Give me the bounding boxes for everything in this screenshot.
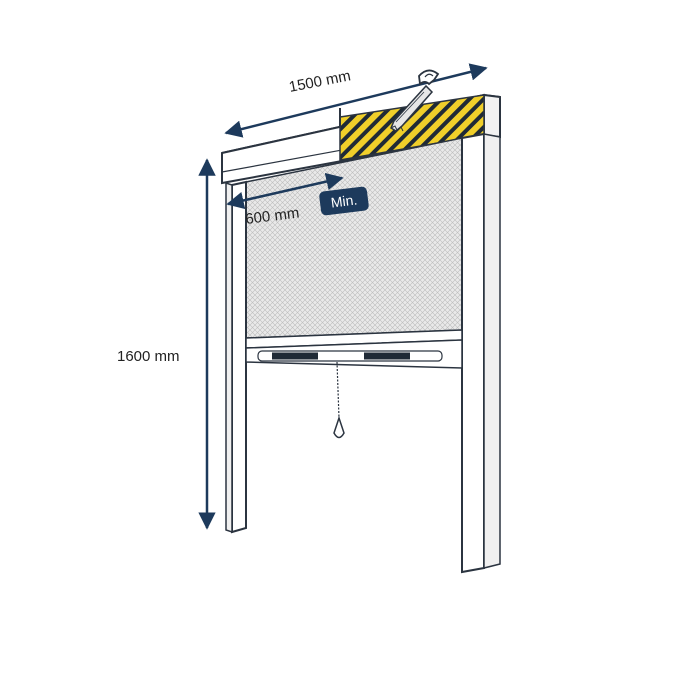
height-label: 1600 mm [117, 348, 180, 365]
right-side-rail [461, 132, 501, 574]
pull-cord-icon [333, 361, 345, 439]
min-width-label: 600 mm [244, 204, 300, 227]
width-dimension-arrow [224, 63, 488, 138]
min-width-dimension-arrow [226, 172, 344, 210]
min-badge-text: Min. [330, 191, 358, 210]
left-side-rail [225, 180, 247, 534]
hand-saw-icon [390, 69, 440, 132]
min-badge: Min. [319, 186, 369, 216]
bottom-bar [245, 329, 463, 369]
width-label: 1500 mm [288, 67, 353, 96]
